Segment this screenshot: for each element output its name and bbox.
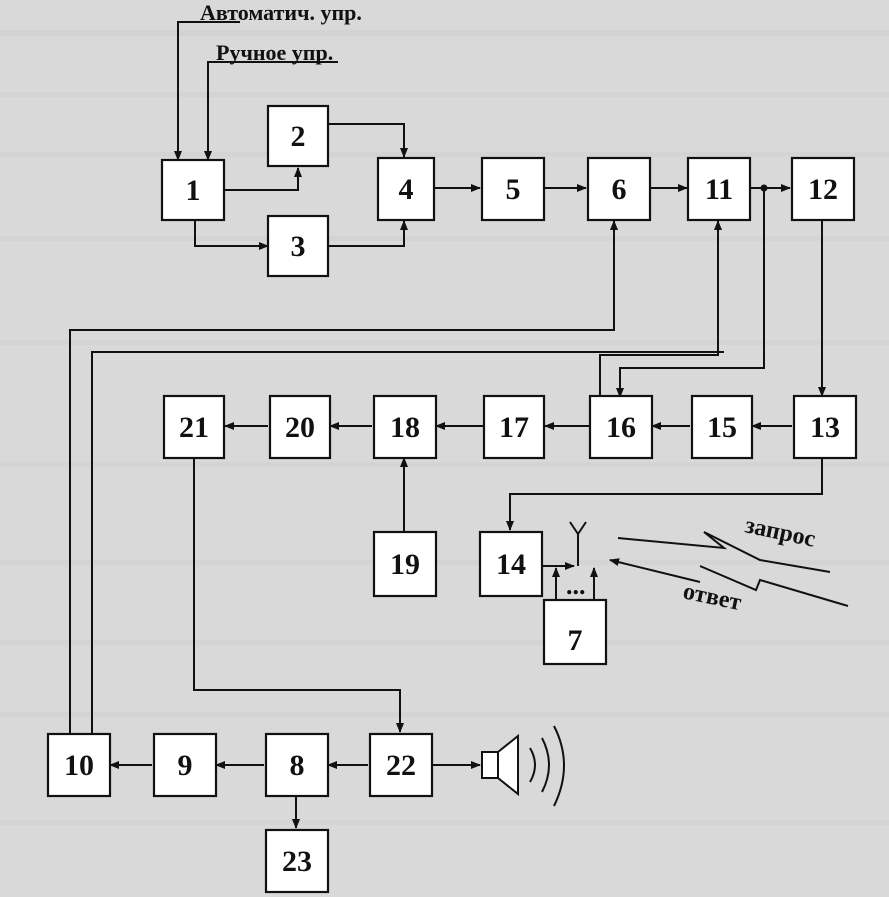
block-8-label: 8 (290, 749, 305, 782)
wire-2-to-4 (328, 123, 408, 158)
block-15-label: 15 (707, 411, 737, 444)
block-19: 19 (372, 530, 438, 598)
block-22: 22 (368, 732, 434, 798)
wire-16-to-11 (599, 220, 722, 397)
block-2-label: 2 (291, 120, 306, 153)
wire-10-to-11-a (91, 351, 724, 765)
block-16: 16 (588, 394, 654, 460)
block-22-label: 22 (386, 749, 416, 782)
block-7-label: 7 (568, 624, 583, 657)
block-2: 2 (266, 104, 330, 168)
block-11-label: 11 (705, 173, 733, 206)
keypad-dots: ... (566, 571, 586, 600)
wire-1-to-3 (194, 220, 269, 250)
request-label: запрос (743, 512, 818, 552)
block-3-label: 3 (291, 230, 306, 263)
block-21: 21 (162, 394, 226, 460)
block-14: 14 (478, 530, 544, 598)
block-17: 17 (482, 394, 546, 460)
manual-control-label: Ручное упр. (216, 40, 333, 65)
block-3: 3 (266, 214, 330, 278)
wire-21-to-22 (193, 458, 404, 733)
response-label: ответ (681, 578, 744, 616)
block-23: 23 (264, 828, 330, 894)
wire-13-to-14 (506, 458, 823, 531)
speaker-icon (481, 725, 565, 807)
wire-10-to-6 (69, 220, 618, 765)
block-10: 10 (46, 732, 112, 798)
block-21-label: 21 (179, 411, 209, 444)
block-6-label: 6 (612, 173, 627, 206)
block-11: 11 (686, 156, 752, 222)
block-16-label: 16 (606, 411, 636, 444)
block-4: 4 (376, 156, 436, 222)
block-7: 7 (542, 598, 608, 666)
block-13-label: 13 (810, 411, 840, 444)
block-14-label: 14 (496, 548, 526, 581)
block-10-label: 10 (64, 749, 94, 782)
wire-manual-to-1 (204, 61, 338, 161)
block-20-label: 20 (285, 411, 315, 444)
automatic-control-label: Автоматич. упр. (200, 0, 362, 25)
response-arrowhead (609, 558, 701, 583)
block-1-label: 1 (186, 174, 201, 207)
block-13: 13 (792, 394, 858, 460)
background-page-texture (0, 30, 889, 825)
block-9-label: 9 (178, 749, 193, 782)
wire-1-to-2 (224, 167, 302, 191)
block-18-label: 18 (390, 411, 420, 444)
response-zigzag-line (699, 565, 849, 607)
block-5: 5 (480, 156, 546, 222)
request-zigzag-line (617, 531, 831, 573)
wire-auto-to-1 (174, 21, 240, 161)
wire-3-to-4 (328, 220, 408, 247)
wire-11-to-16 (616, 188, 765, 398)
block-1: 1 (160, 158, 226, 222)
block-9: 9 (152, 732, 218, 798)
connection-lines (69, 21, 826, 829)
block-18: 18 (372, 394, 438, 460)
antenna-icon (569, 521, 587, 566)
block-20: 20 (268, 394, 332, 460)
block-19-label: 19 (390, 548, 420, 581)
block-8: 8 (264, 732, 330, 798)
block-23-label: 23 (282, 845, 312, 878)
block-5-label: 5 (506, 173, 521, 206)
block-12-label: 12 (808, 173, 838, 206)
block-6: 6 (586, 156, 652, 222)
block-4-label: 4 (399, 173, 414, 206)
block-17-label: 17 (499, 411, 529, 444)
block-15: 15 (690, 394, 754, 460)
block-12: 12 (790, 156, 856, 222)
